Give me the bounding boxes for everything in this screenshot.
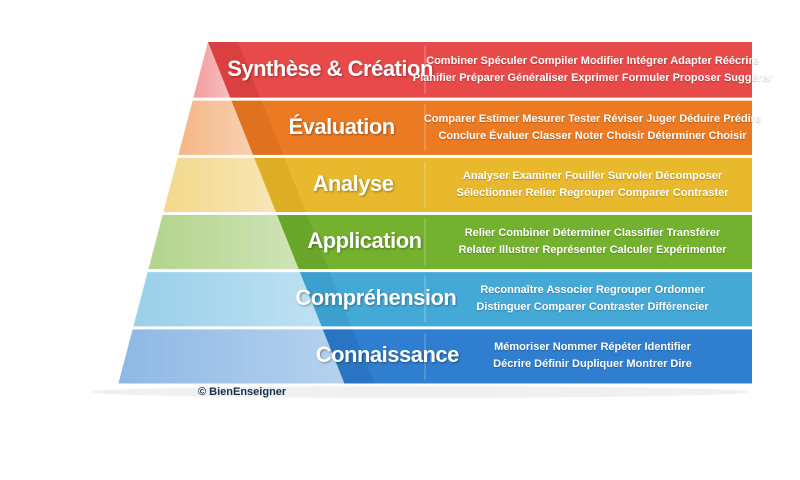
pyramid-tier-face bbox=[133, 272, 322, 327]
level-title-synthese: Synthèse & Création bbox=[227, 55, 433, 81]
pyramid-tier-shade bbox=[231, 100, 284, 155]
verbs-line: Comparer Estimer Mesurer Tester Réviser … bbox=[423, 112, 762, 125]
level-verbs-comprehension: Reconnaître Associer Regrouper Ordonner … bbox=[476, 282, 708, 316]
verbs-line: Relater Illustrer Représenter Calculer E… bbox=[458, 244, 727, 257]
level-title-comprehension: Compréhension bbox=[295, 285, 457, 311]
level-verbs-analyse: Analyser Examiner Fouiller Survoler Déco… bbox=[456, 168, 728, 202]
level-title-application: Application bbox=[307, 228, 422, 254]
pyramid-tier-band bbox=[322, 329, 752, 384]
level-verbs-application: Relier Combiner Déterminer Classifier Tr… bbox=[459, 225, 727, 259]
level-title-analyse: Analyse bbox=[312, 170, 394, 196]
verbs-line: Combiner Spéculer Compiler Modifier Inté… bbox=[426, 54, 759, 67]
pyramid-tier-band bbox=[254, 157, 752, 212]
pyramid-tier-band bbox=[299, 272, 752, 327]
level-verbs-synthese: Combiner Spéculer Compiler Modifier Inté… bbox=[413, 53, 772, 87]
verbs-line: Conclure Évaluer Classer Noter Choisir D… bbox=[438, 129, 747, 142]
pyramid-tier-face bbox=[163, 157, 276, 212]
pyramid-tier-shade bbox=[299, 272, 352, 327]
pyramid-tier-face bbox=[118, 329, 345, 384]
pyramid-tier-face bbox=[178, 100, 254, 155]
level-title-evaluation: Évaluation bbox=[288, 113, 396, 139]
pyramid-tier-band bbox=[277, 215, 752, 270]
level-title-connaissance: Connaissance bbox=[315, 342, 460, 368]
pyramid-tier-band bbox=[231, 100, 752, 155]
level-verbs-evaluation: Comparer Estimer Mesurer Tester Réviser … bbox=[424, 111, 761, 145]
pyramid-tier-band bbox=[208, 42, 752, 98]
pyramid-tier-shade bbox=[254, 157, 306, 212]
verbs-line: Reconnaître Associer Regrouper Ordonner bbox=[480, 284, 705, 297]
verbs-line: Planifier Préparer Généraliser Exprimer … bbox=[412, 71, 773, 84]
verbs-line: Analyser Examiner Fouiller Survoler Déco… bbox=[462, 169, 723, 182]
verbs-line: Distinguer Comparer Contraster Différenc… bbox=[476, 301, 709, 314]
pyramid-tier-shade bbox=[208, 42, 261, 98]
verbs-line: Relier Combiner Déterminer Classifier Tr… bbox=[464, 227, 721, 240]
pyramid-tier-face bbox=[193, 42, 231, 98]
level-verbs-connaissance: Mémoriser Nommer Répéter Identifier Décr… bbox=[493, 339, 692, 373]
verbs-line: Décrire Définir Dupliquer Montrer Dire bbox=[493, 358, 692, 371]
pyramid-tier-shade bbox=[322, 329, 375, 384]
copyright-label: © BienEnseigner bbox=[198, 386, 287, 398]
verbs-line: Mémoriser Nommer Répéter Identifier bbox=[494, 341, 691, 354]
pyramid-tier-face bbox=[148, 215, 299, 270]
ground-shadow bbox=[90, 386, 750, 398]
verbs-line: Sélectionner Relier Regrouper Comparer C… bbox=[456, 186, 729, 199]
pyramid-tier-shade bbox=[277, 215, 329, 270]
